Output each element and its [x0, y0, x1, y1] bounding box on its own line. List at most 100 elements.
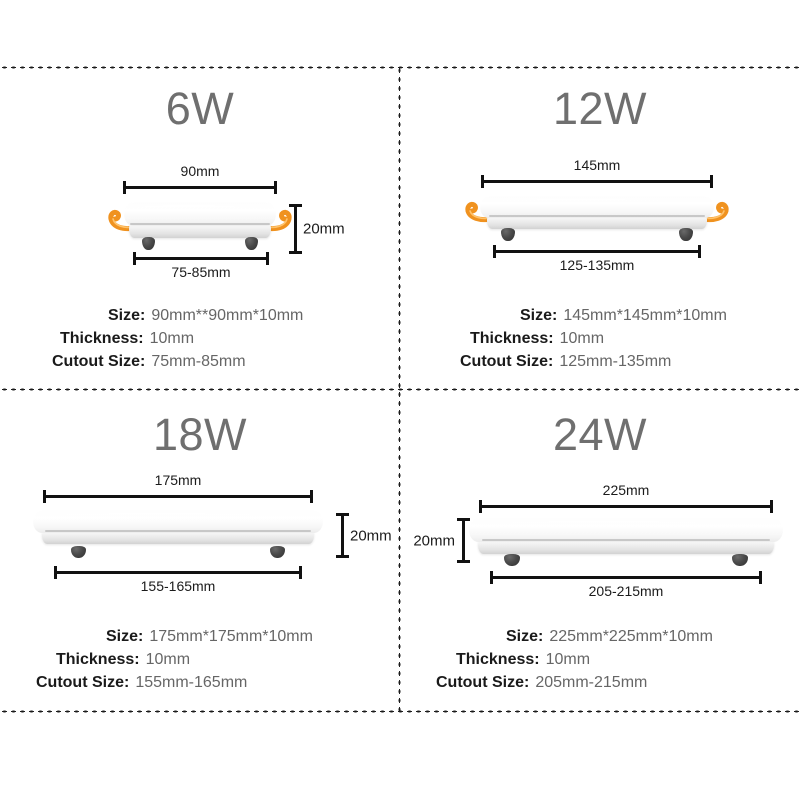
dimension-cap-right [274, 181, 277, 194]
height-dimension-label-18w: 20mm [350, 527, 392, 544]
spec-row-cutout: Cutout Size: 125mm-135mm [442, 350, 792, 373]
spec-value-size: 90mm**90mm*10mm [151, 307, 304, 324]
cutout-dimension-label-24w: 205-215mm [588, 583, 664, 599]
width-dimension-label-18w: 175mm [154, 472, 202, 488]
mount-foot-left-12w [501, 228, 516, 241]
spec-label-thickness: Thickness: [456, 651, 540, 668]
lamp-gloss [494, 520, 714, 528]
lamp-top-plate [124, 202, 276, 227]
spec-value-thickness: 10mm [545, 651, 591, 668]
spec-row-cutout: Cutout Size: 155mm-165mm [28, 671, 372, 694]
lamp-lip [481, 539, 771, 541]
dimension-bar [490, 576, 762, 579]
product-figure-12w [465, 196, 729, 244]
lamp-lip [44, 530, 312, 532]
spec-label-size: Size: [520, 307, 558, 324]
spec-row-thickness: Thickness: 10mm [442, 327, 792, 350]
spec-label-cutout: Cutout Size: [460, 353, 554, 370]
cutout-dimension-label-18w: 155-165mm [140, 578, 216, 594]
spec-row-size: Size: 225mm*225mm*10mm [428, 625, 772, 648]
panel-title-6w: 6W [165, 83, 235, 134]
width-dimension-label-12w: 145mm [573, 157, 621, 173]
height-dimension-label-6w: 20mm [303, 220, 345, 238]
cutout-dimension-24w: 205-215mm [490, 571, 762, 599]
spec-value-cutout: 155mm-165mm [135, 674, 248, 691]
spec-row-thickness: Thickness: 10mm [52, 327, 368, 350]
dimension-bar [462, 518, 465, 563]
panel-title-12w: 12W [552, 83, 648, 134]
cutout-dimension-label-12w: 125-135mm [559, 257, 635, 273]
spec-label-size: Size: [106, 628, 144, 645]
spec-list-24w: Size: 225mm*225mm*10mm Thickness: 10mm C… [428, 625, 772, 694]
lamp-body-24w [469, 518, 783, 560]
mount-foot-left-24w [503, 554, 520, 566]
mount-foot-left-18w [70, 546, 86, 558]
dimension-bar [341, 513, 344, 558]
dimension-bar [294, 204, 297, 254]
spec-label-thickness: Thickness: [470, 330, 554, 347]
height-dimension-24w: 20mm [413, 518, 470, 563]
spec-row-cutout: Cutout Size: 205mm-215mm [428, 671, 772, 694]
dimension-cap-top [289, 204, 302, 207]
spec-row-cutout: Cutout Size: 75mm-85mm [52, 350, 368, 373]
dimension-bar [123, 186, 277, 189]
spec-row-size: Size: 90mm**90mm*10mm [52, 304, 368, 327]
height-dimension-6w: 20mm [289, 204, 345, 254]
lamp-gloss [498, 198, 663, 205]
panel-title-24w: 24W [552, 409, 648, 460]
spec-row-thickness: Thickness: 10mm [28, 648, 372, 671]
dimension-cap-bottom [336, 555, 349, 558]
spec-value-cutout: 205mm-215mm [535, 674, 648, 691]
dimension-cap-right [310, 490, 313, 503]
panel-card-12w: 12W 145mm [400, 68, 800, 390]
lamp-top-plate [480, 196, 714, 219]
dimension-cap-right [770, 500, 773, 513]
dimension-bar [133, 257, 269, 260]
dimension-cap-left [493, 245, 496, 258]
dimension-bar [43, 495, 313, 498]
lamp-top-plate [469, 518, 783, 543]
dimension-cap-left [133, 252, 136, 265]
spec-value-size: 145mm*145mm*10mm [563, 307, 727, 324]
spec-label-cutout: Cutout Size: [36, 674, 130, 691]
product-figure-18w [33, 510, 323, 560]
dimension-cap-left [43, 490, 46, 503]
panel-card-18w: 18W 175mm [0, 390, 400, 712]
width-dimension-6w: 90mm [123, 163, 277, 194]
dimension-bar [481, 180, 713, 183]
spec-label-thickness: Thickness: [60, 330, 144, 347]
spec-label-cutout: Cutout Size: [436, 674, 530, 691]
lamp-body-18w [33, 510, 323, 550]
dimension-cap-right [698, 245, 701, 258]
spec-label-size: Size: [108, 307, 146, 324]
dimension-cap-left [54, 566, 57, 579]
dimension-bar [493, 250, 701, 253]
product-figure-6w [108, 202, 292, 254]
spec-row-size: Size: 175mm*175mm*10mm [28, 625, 372, 648]
spec-value-cutout: 75mm-85mm [151, 353, 246, 370]
spec-row-size: Size: 145mm*145mm*10mm [442, 304, 792, 327]
spec-list-18w: Size: 175mm*175mm*10mm Thickness: 10mm C… [28, 625, 372, 694]
cutout-dimension-12w: 125-135mm [493, 245, 701, 273]
panel-title-18w: 18W [152, 409, 248, 460]
lamp-lip [130, 223, 270, 225]
mount-foot-left-6w [142, 237, 156, 250]
spec-value-thickness: 10mm [145, 651, 191, 668]
spec-row-thickness: Thickness: 10mm [428, 648, 772, 671]
spec-value-size: 225mm*225mm*10mm [549, 628, 713, 645]
lamp-gloss [136, 204, 243, 212]
lamp-body-12w [480, 196, 714, 234]
cutout-dimension-6w: 75-85mm [133, 252, 269, 280]
product-figure-24w [469, 518, 783, 568]
dimension-cap-right [266, 252, 269, 265]
spec-label-cutout: Cutout Size: [52, 353, 146, 370]
dimension-cap-left [490, 571, 493, 584]
spec-list-12w: Size: 145mm*145mm*10mm Thickness: 10mm C… [442, 304, 792, 373]
spec-value-thickness: 10mm [559, 330, 605, 347]
height-dimension-18w: 20mm [336, 513, 392, 558]
cutout-dimension-18w: 155-165mm [54, 566, 302, 594]
spec-list-6w: Size: 90mm**90mm*10mm Thickness: 10mm Cu… [52, 304, 368, 373]
dimension-cap-right [299, 566, 302, 579]
dimension-cap-left [481, 175, 484, 188]
